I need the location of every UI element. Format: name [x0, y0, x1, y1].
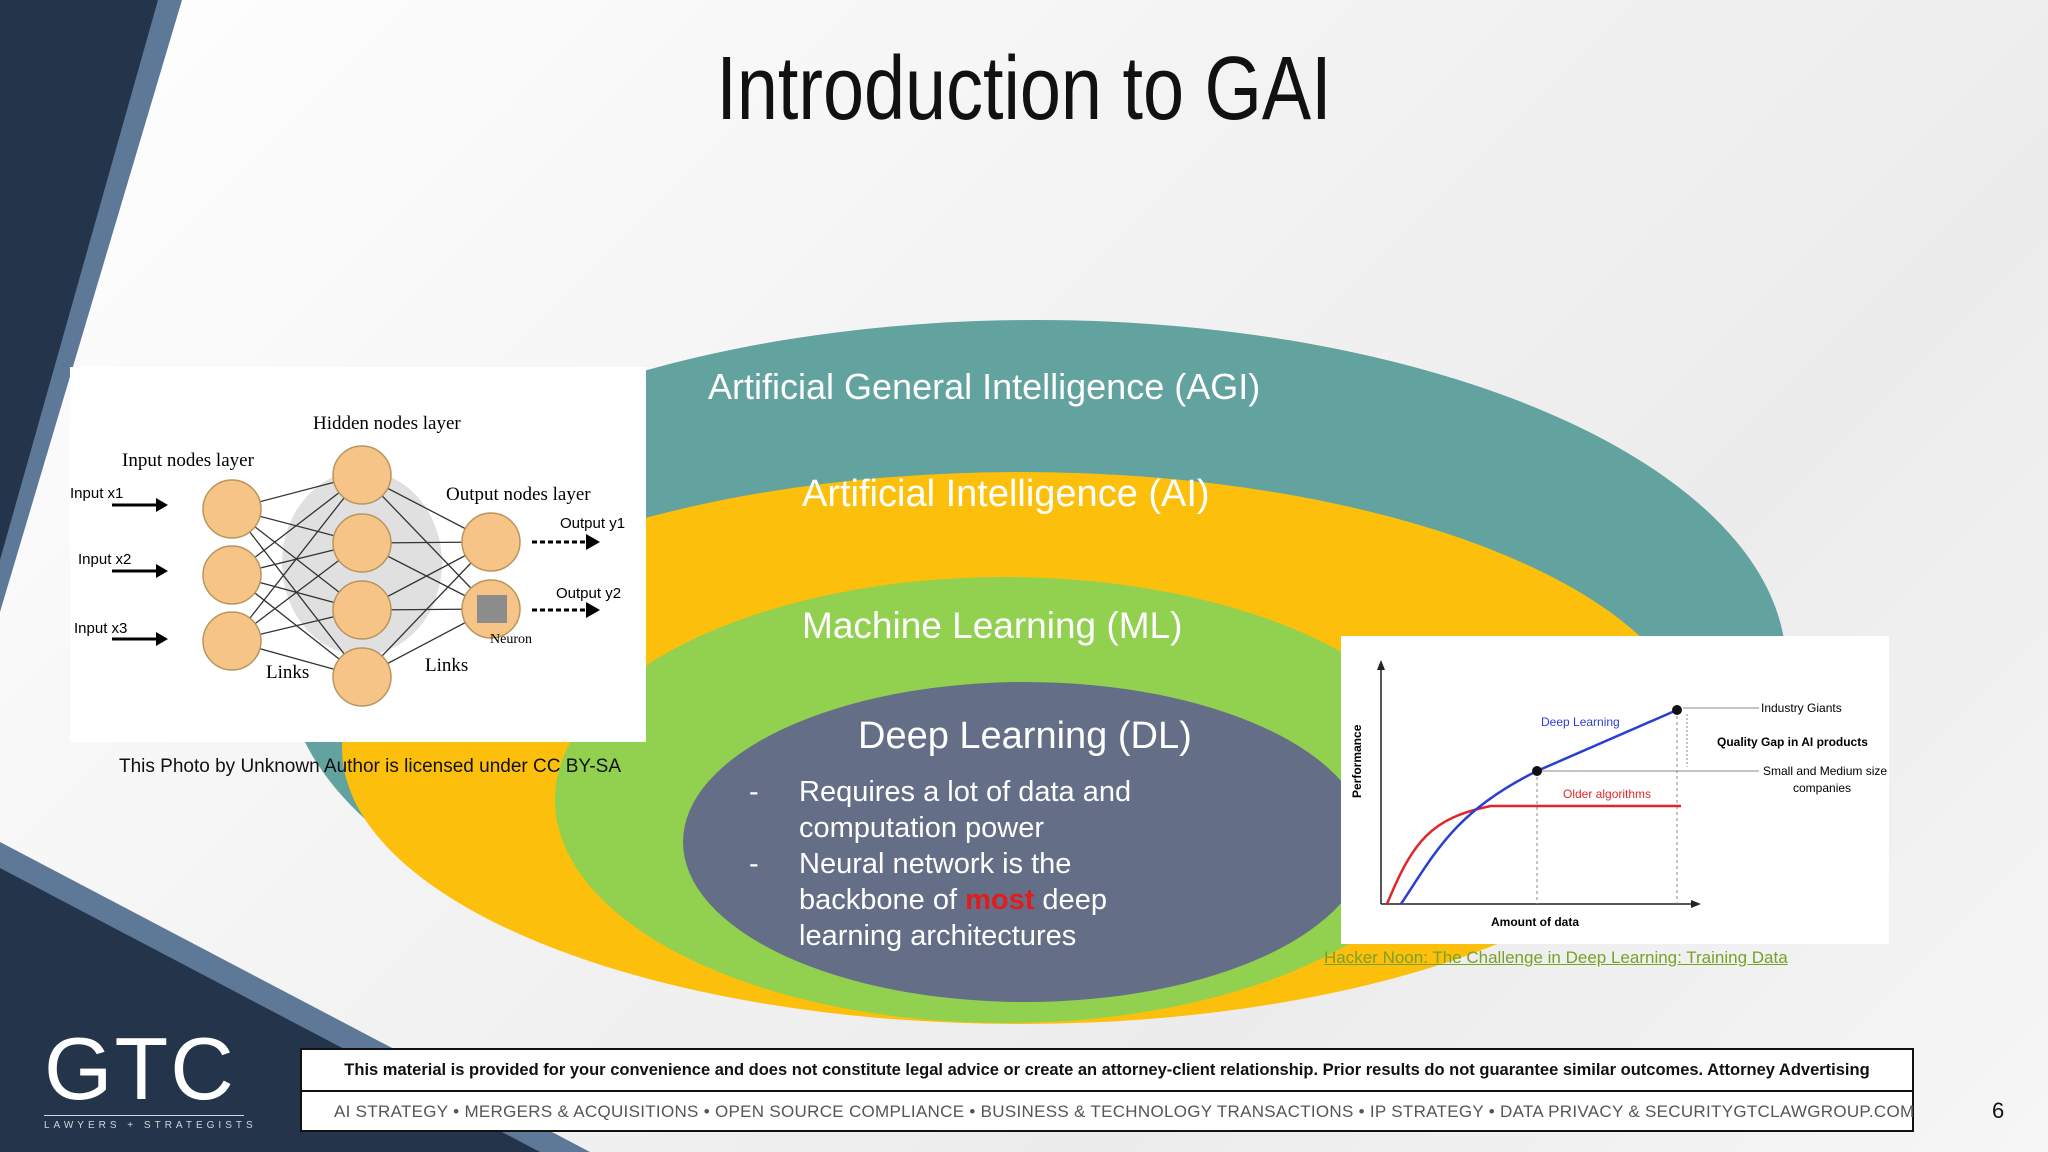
performance-chart-drawing: Performance Amount of data Deep Learning… — [1350, 660, 1887, 929]
bullet-dash: - — [749, 776, 759, 808]
output-arrows — [532, 540, 586, 612]
dl-bullet-list: - Requires a lot of data and computation… — [749, 774, 1149, 954]
x-axis-label: Amount of data — [1491, 915, 1579, 929]
input-layer-label: Input nodes layer — [122, 450, 255, 471]
neural-network-image: Input nodes layer Hidden nodes layer Out… — [70, 367, 646, 742]
source-link[interactable]: Hacker Noon: The Challenge in Deep Learn… — [1324, 948, 1788, 967]
small-medium-label-line2: companies — [1793, 781, 1851, 795]
links-label-1: Links — [266, 662, 309, 683]
x-axis-arrowhead — [1691, 900, 1701, 908]
deep-learning-label: Deep Learning — [1541, 715, 1620, 729]
deep-learning-curve — [1399, 708, 1678, 905]
services-list: AI STRATEGY • MERGERS & ACQUISITIONS • O… — [334, 1102, 1734, 1121]
output-y2-label: Output y2 — [556, 585, 621, 602]
hidden-layer-label: Hidden nodes layer — [313, 413, 461, 434]
input-x2-label: Input x2 — [78, 551, 131, 568]
hidden-nodes — [332, 445, 392, 707]
logo-tagline: LAWYERS + STRATEGISTS — [44, 1120, 257, 1131]
dl-bullet-1-text: Requires a lot of data and computation p… — [799, 776, 1132, 844]
y-axis-label: Performance — [1350, 724, 1364, 798]
left-navy-band — [0, 0, 158, 560]
small-medium-point — [1532, 766, 1542, 776]
industry-giants-label: Industry Giants — [1761, 701, 1842, 715]
services-row: AI STRATEGY • MERGERS & ACQUISITIONS • O… — [302, 1092, 1915, 1132]
performance-chart-image: Performance Amount of data Deep Learning… — [1341, 636, 1889, 944]
neuron-highlight — [477, 595, 507, 623]
page-number: 6 — [1992, 1098, 2005, 1123]
bullet-dash: - — [749, 848, 759, 880]
input-x3-label: Input x3 — [74, 620, 127, 637]
dl-bullet-2-text-after: deep learning architectures — [799, 884, 1107, 952]
output-y1-label: Output y1 — [560, 515, 625, 532]
neuron-label: Neuron — [490, 632, 532, 647]
image-caption: This Photo by Unknown Author is licensed… — [119, 756, 622, 777]
gtc-logo: GTC — [44, 1019, 236, 1118]
y-axis-arrowhead — [1377, 660, 1385, 670]
dl-bullet-2-highlight: most — [965, 884, 1035, 916]
neural-network-drawing: Input nodes layer Hidden nodes layer Out… — [70, 413, 625, 707]
dl-bullet-1: - Requires a lot of data and computation… — [749, 774, 1149, 846]
agi-label: Artificial General Intelligence (AGI) — [708, 366, 1261, 407]
output-layer-label: Output nodes layer — [446, 484, 591, 505]
output-arrowheads — [586, 534, 600, 618]
slide-title: Introduction to GAI — [716, 39, 1332, 139]
footer-box: This material is provided for your conve… — [300, 1048, 1914, 1132]
small-medium-label-line1: Small and Medium size — [1763, 764, 1887, 778]
disclaimer-text: This material is provided for your conve… — [302, 1050, 1912, 1092]
input-nodes — [202, 479, 262, 671]
dl-label: Deep Learning (DL) — [858, 715, 1192, 757]
input-x1-label: Input x1 — [70, 485, 123, 502]
dl-bullet-2-text-before: Neural network is the backbone of — [799, 848, 1072, 916]
input-arrows — [112, 503, 160, 641]
older-algorithms-label: Older algorithms — [1563, 787, 1651, 801]
website-link[interactable]: GTCLAWGROUP.COM — [1733, 1102, 1915, 1121]
industry-giants-point — [1672, 705, 1682, 715]
logo-divider — [44, 1115, 244, 1116]
older-algorithms-curve — [1385, 804, 1681, 905]
dl-bullet-2: - Neural network is the backbone of most… — [749, 846, 1149, 954]
input-arrowheads — [156, 498, 168, 646]
ml-label: Machine Learning (ML) — [802, 605, 1183, 646]
quality-gap-label: Quality Gap in AI products — [1717, 735, 1868, 749]
links-label-2: Links — [425, 655, 468, 676]
ai-label: Artificial Intelligence (AI) — [802, 473, 1210, 515]
dl-ellipse — [683, 682, 1367, 1002]
